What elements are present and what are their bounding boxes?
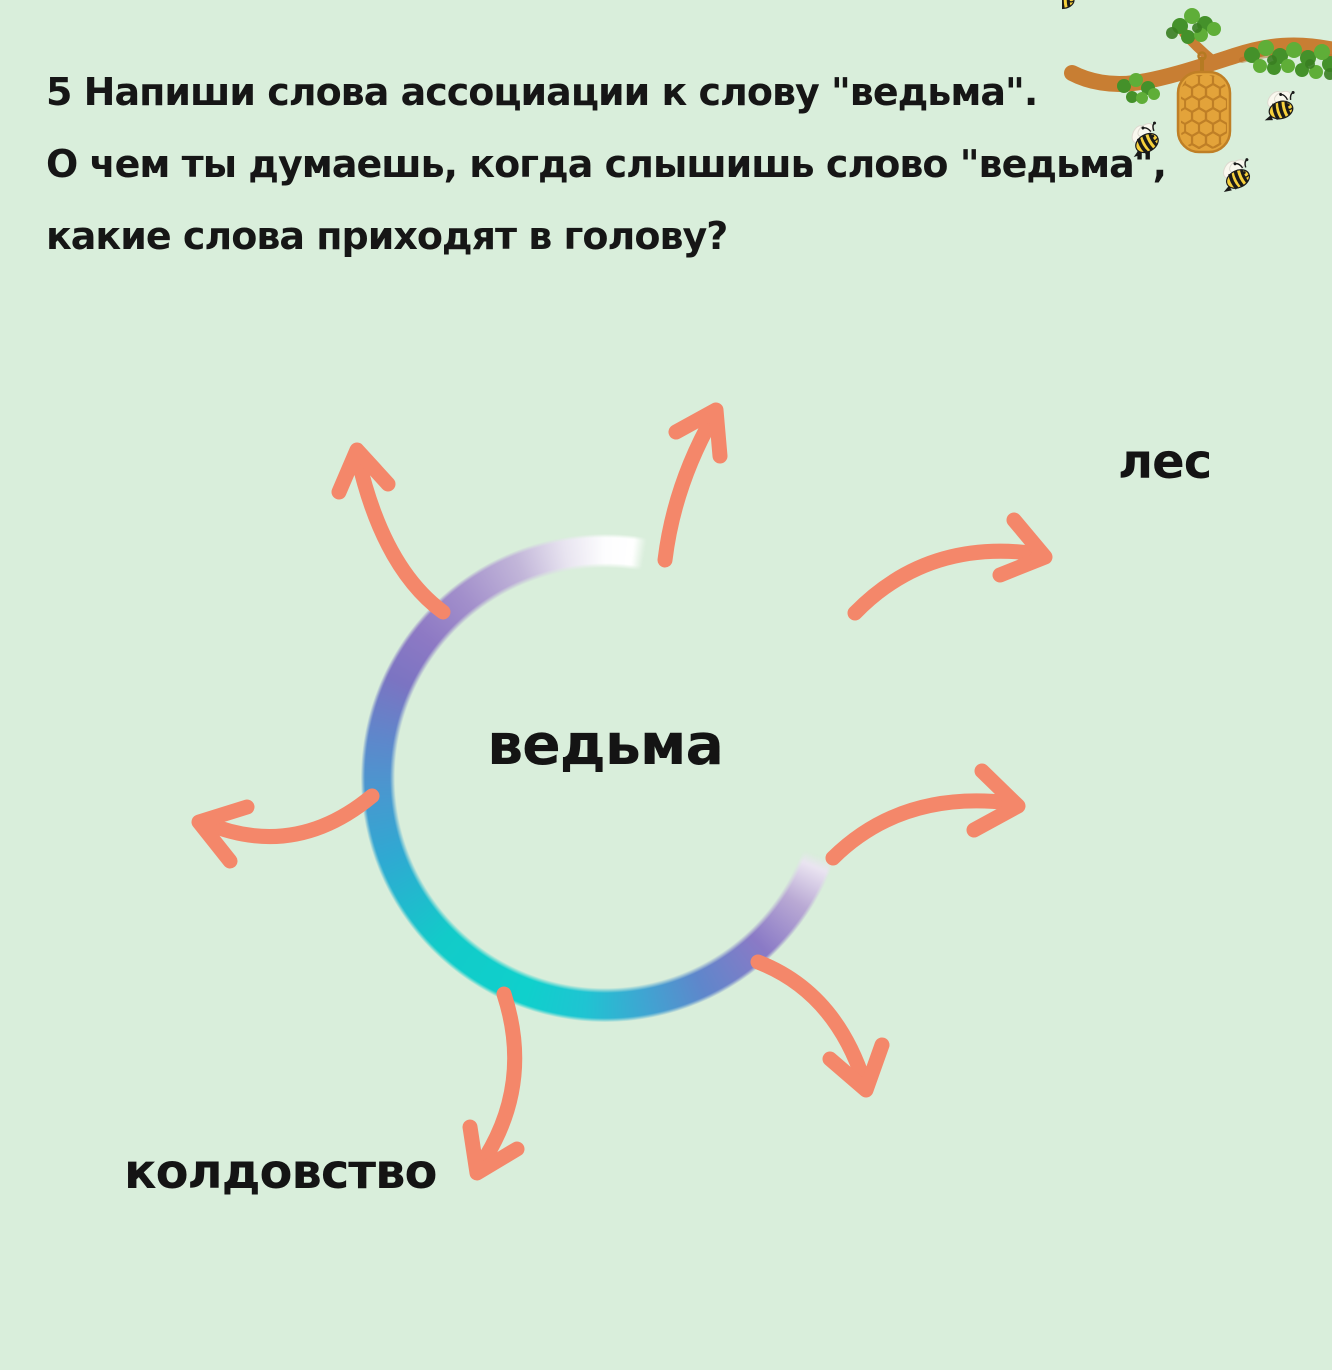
task-heading-line-1: 5 Напиши слова ассоциации к слову "ведьм…	[46, 70, 1038, 114]
task-heading-line-3: какие слова приходят в голову?	[46, 214, 728, 258]
beehive	[1176, 51, 1232, 154]
association-label-les: лес	[1118, 434, 1212, 490]
association-arrow-top	[657, 402, 728, 568]
association-arrow-bottom-right	[750, 954, 890, 1098]
bee-bottom	[1210, 149, 1260, 197]
association-arrow-top-left	[331, 442, 451, 620]
association-label-koldovstvo: колдовство	[124, 1144, 437, 1200]
association-ring	[361, 534, 849, 1022]
task-heading-line-2: О чем ты думаешь, когда слышишь слово "в…	[46, 142, 1167, 186]
association-arrow-to-koldovstvo	[462, 986, 525, 1181]
honeycomb-pattern	[1181, 75, 1227, 149]
association-arrow-left	[191, 788, 380, 869]
association-arrow-to-les	[847, 512, 1053, 621]
central-word: ведьма	[487, 712, 724, 778]
association-arrow-right	[825, 763, 1026, 866]
task-heading: 5 Напиши слова ассоциации к слову "ведьм…	[46, 56, 1167, 272]
bee-right	[1255, 82, 1303, 126]
